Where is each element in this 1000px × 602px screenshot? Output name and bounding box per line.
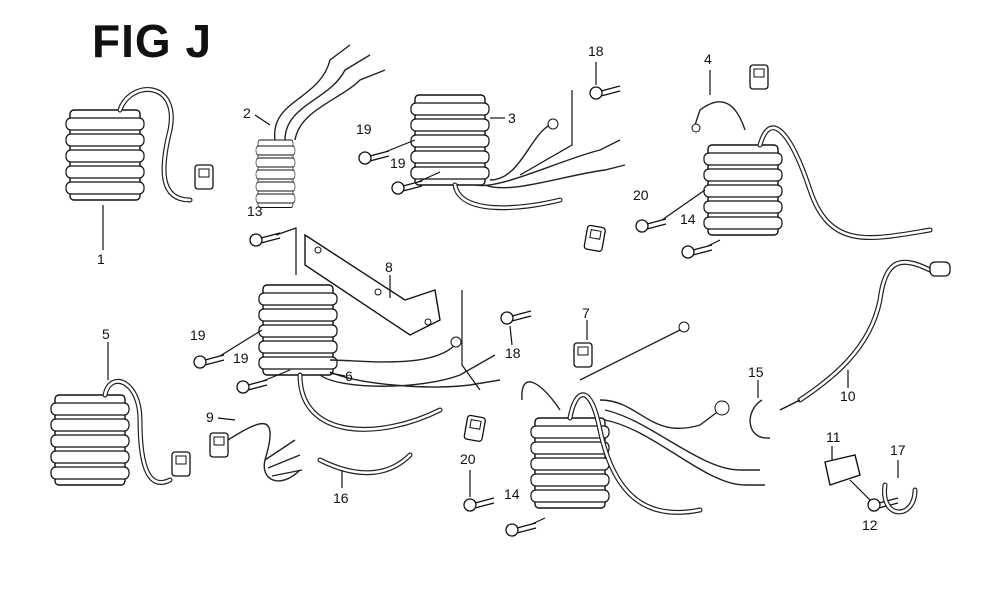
- callout-6: 6: [345, 368, 353, 384]
- bolt-19-c: [193, 354, 225, 369]
- bolt-19-d: [236, 379, 268, 394]
- callout-17: 16: [333, 490, 349, 506]
- cable-10: [779, 259, 951, 411]
- callout-4: 4: [704, 51, 712, 67]
- callout-2: 2: [243, 105, 251, 121]
- callout-10: 10: [840, 388, 856, 404]
- callout-20a: 20: [633, 187, 649, 203]
- callout-19a: 19: [356, 121, 372, 137]
- callout-19d: 19: [233, 350, 249, 366]
- regulator-rectifier-3: [410, 94, 626, 253]
- regulator-rectifier-6: [258, 284, 501, 443]
- clip-15: [749, 399, 771, 439]
- callout-3: 3: [508, 110, 516, 126]
- bolt-20-b: [463, 497, 495, 512]
- callout-1: 1: [97, 251, 105, 267]
- bracket-8: [304, 233, 441, 336]
- callout-20b: 20: [460, 451, 476, 467]
- clamp-16: [882, 482, 918, 515]
- regulator-rectifier-1: [65, 87, 214, 203]
- callout-5: 5: [102, 326, 110, 342]
- callout-14b: 14: [504, 486, 520, 502]
- callout-7: 7: [582, 305, 590, 321]
- sub-harness-9: [209, 422, 303, 482]
- bolt-13: [249, 232, 281, 247]
- callout-8: 8: [385, 259, 393, 275]
- callout-13: 13: [247, 203, 263, 219]
- regulator-rectifier-5: [50, 378, 191, 486]
- bolt-14-b: [505, 522, 537, 537]
- callout-11: 11: [826, 429, 841, 445]
- bolt-18-mid: [500, 310, 532, 325]
- plate-11: [824, 454, 861, 486]
- bolt-14-a: [681, 244, 713, 259]
- callout-16: 17: [890, 442, 906, 458]
- callout-12: 12: [862, 517, 878, 533]
- callout-19b: 19: [390, 155, 406, 171]
- figure-title: FIG J: [92, 15, 213, 67]
- regulator-rectifier-7: [521, 321, 765, 515]
- regulator-rectifier-4: [691, 64, 933, 241]
- regulator-rectifier-2: [255, 44, 386, 209]
- callout-14a: 14: [680, 211, 696, 227]
- callout-18a: 18: [588, 43, 604, 59]
- callout-19c: 19: [190, 327, 206, 343]
- callout-15: 15: [748, 364, 764, 380]
- callout-18b: 18: [505, 345, 521, 361]
- tube-17: [317, 452, 413, 476]
- bolt-19-a: [358, 150, 390, 165]
- bolt-18-top: [589, 85, 621, 100]
- callout-9: 9: [206, 409, 214, 425]
- bolt-20-a: [635, 218, 667, 233]
